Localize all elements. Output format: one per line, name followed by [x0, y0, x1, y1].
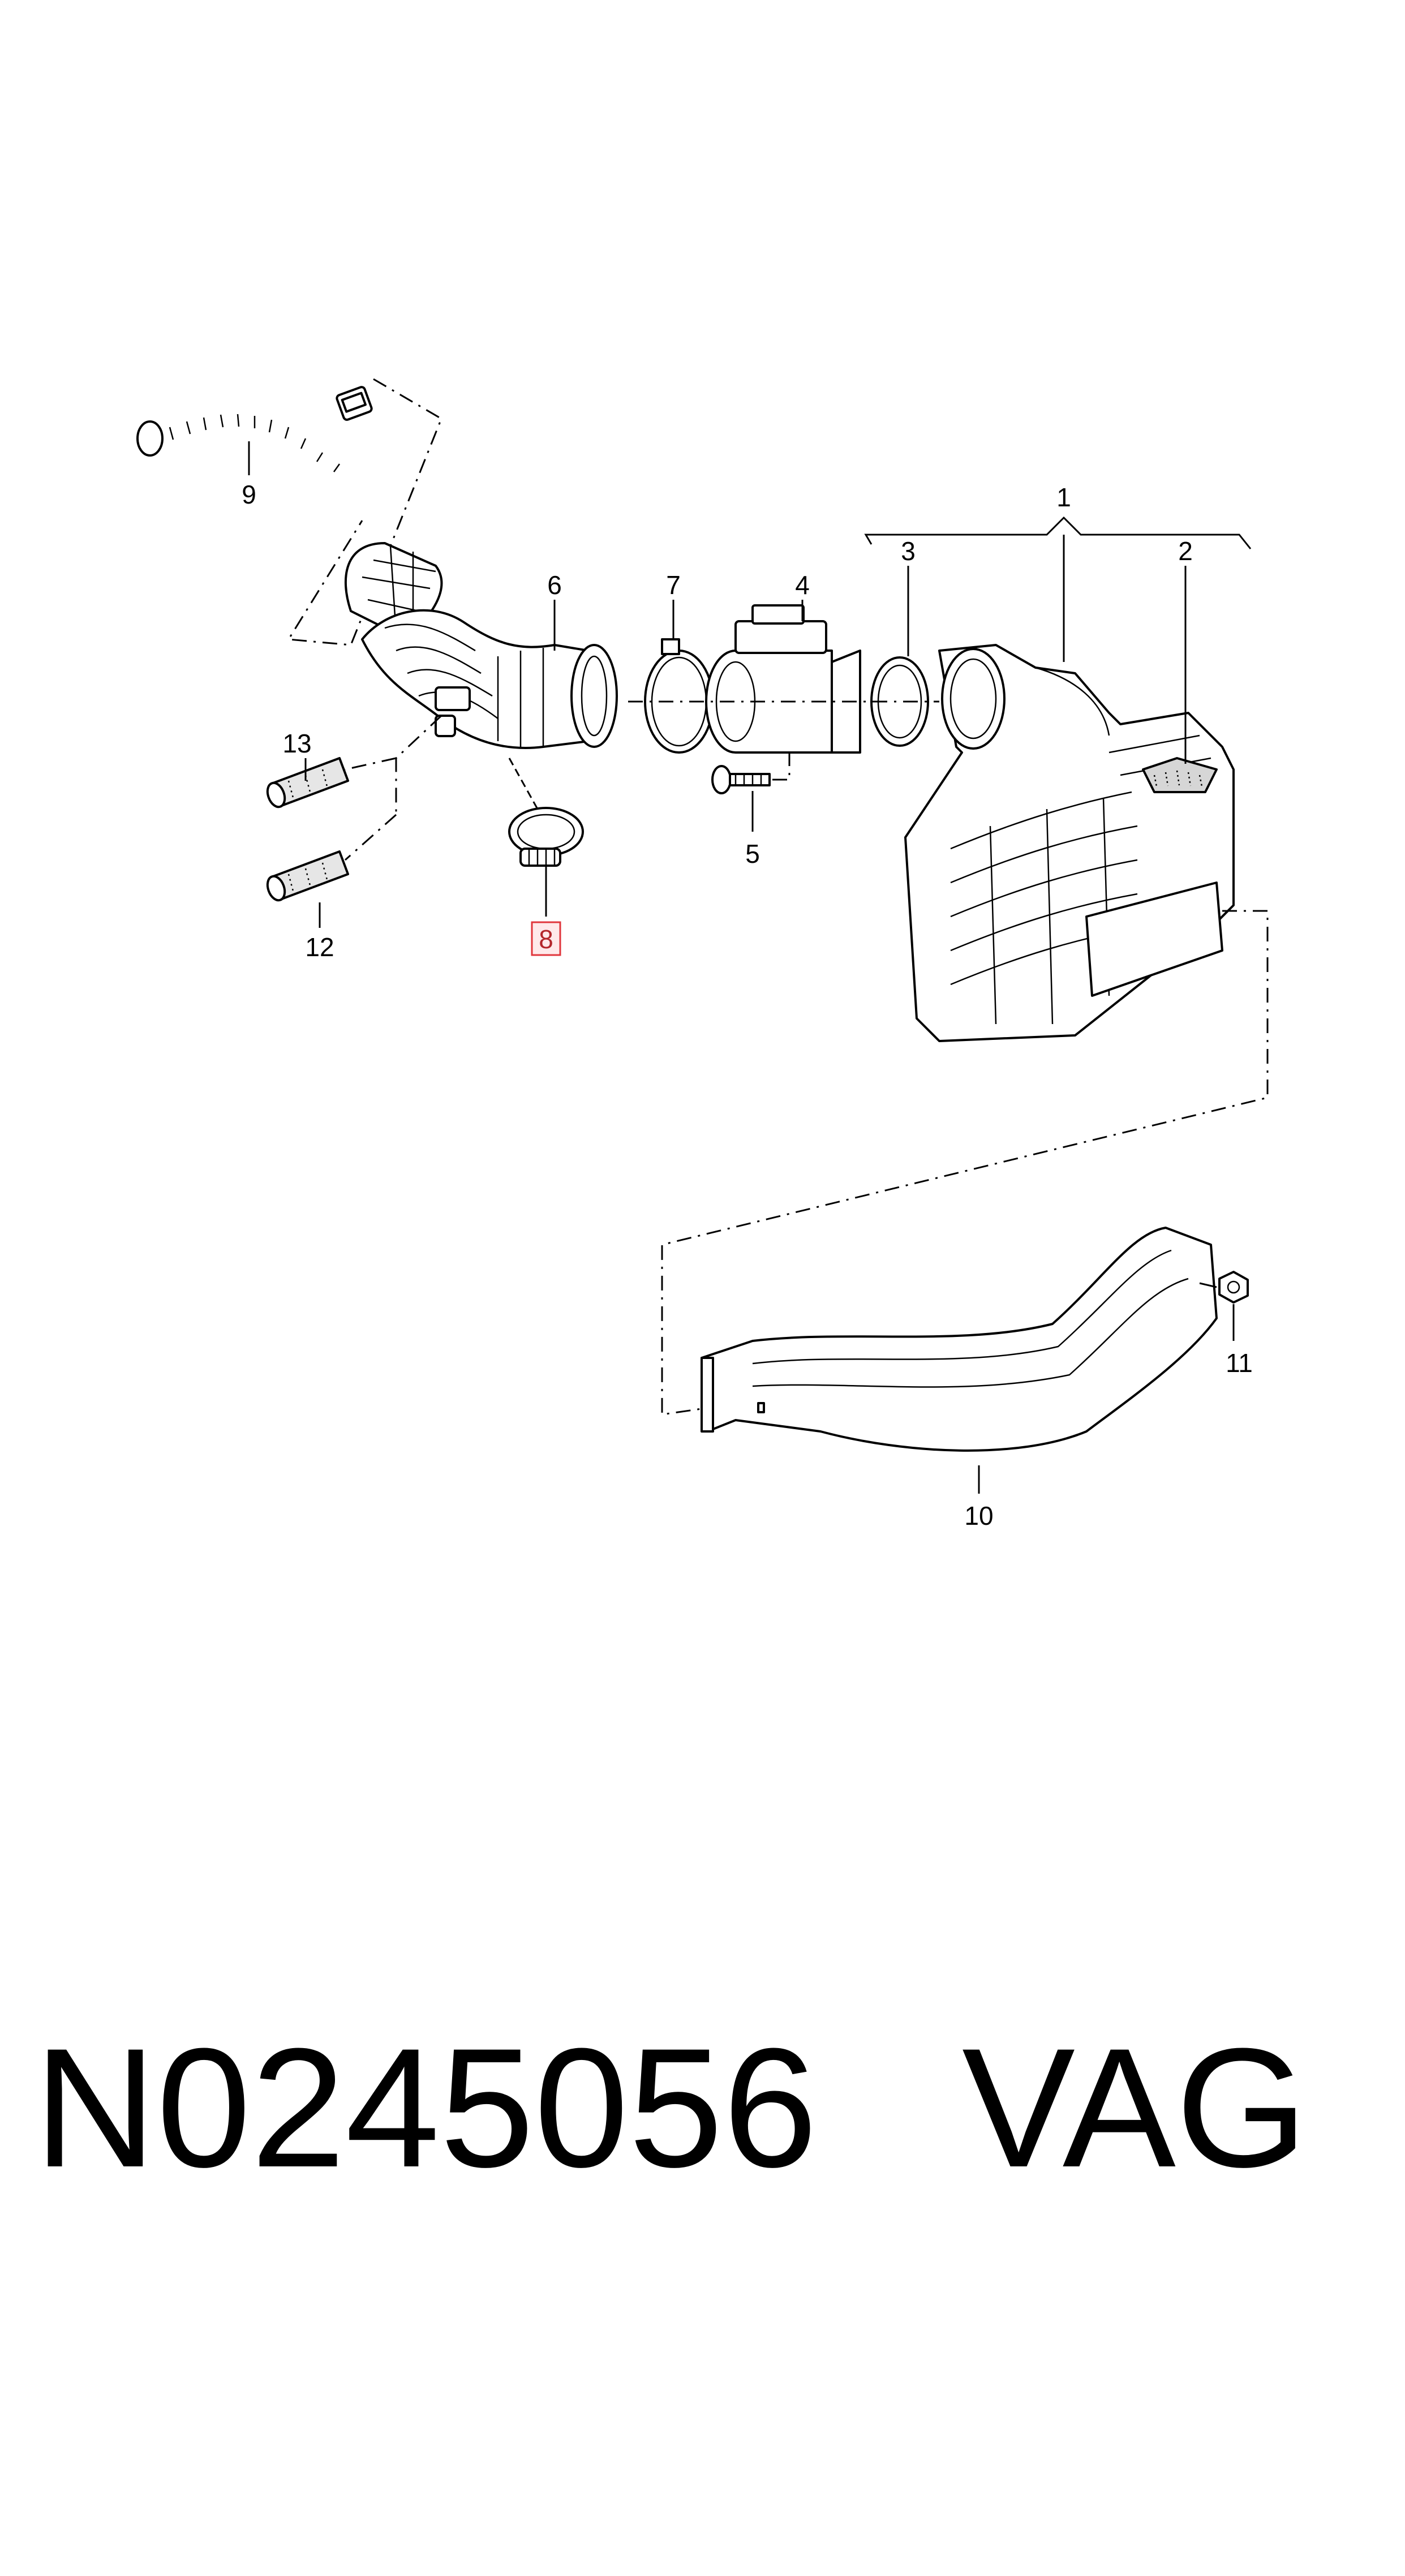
callout-5[interactable]: 5	[745, 839, 760, 868]
hose-clamp-part-8[interactable]	[508, 807, 584, 867]
callout-8-highlight-box	[531, 921, 561, 956]
callout-4[interactable]: 4	[795, 570, 810, 600]
air-duct-part-10[interactable]	[701, 1227, 1218, 1452]
leader-part-9-group	[287, 378, 442, 646]
part-code: N0245056	[34, 2012, 818, 2203]
callout-leaders	[248, 441, 1252, 1494]
leader-part-1-bracket	[864, 516, 1252, 549]
footer-caption: N0245056 VAG	[34, 2014, 1381, 2201]
parts-diagram: 1 2 3 4 5 6 7 8 9 10 11 12 13 N0245056 V…	[34, 378, 1381, 2201]
callout-2[interactable]: 2	[1178, 536, 1193, 566]
callout-7[interactable]: 7	[666, 570, 681, 600]
screw-part-5[interactable]	[711, 765, 771, 794]
intake-hose-part-6[interactable]	[344, 542, 618, 749]
clamp-ring-part-7[interactable]	[644, 638, 714, 754]
callout-6[interactable]: 6	[547, 570, 562, 600]
callout-8[interactable]: 8	[539, 924, 553, 954]
callout-9[interactable]: 9	[242, 480, 256, 509]
leader-part-8-dash	[508, 758, 539, 810]
leader-nut-tick	[1199, 1282, 1217, 1288]
air-mass-meter-part-4[interactable]	[705, 604, 861, 754]
sleeve-part-12[interactable]	[264, 850, 349, 902]
callout-1[interactable]: 1	[1056, 483, 1071, 512]
breather-hose-part-9[interactable]	[136, 386, 376, 481]
callout-11[interactable]: 11	[1226, 1348, 1253, 1378]
diagram-canvas: 1 2 3 4 5 6 7 8 9 10 11 12 13	[136, 378, 1269, 1530]
nut-part-11[interactable]	[1218, 1271, 1249, 1304]
callout-13[interactable]: 13	[282, 729, 311, 758]
brand-name: VAG	[962, 2012, 1308, 2203]
leader-screw	[772, 747, 790, 781]
callout-3[interactable]: 3	[901, 536, 916, 566]
filter-insert-part-2[interactable]	[1142, 757, 1218, 793]
air-filter-housing-part-1[interactable]	[904, 644, 1235, 1042]
callout-labels: 1 2 3 4 5 6 7 8 9 10 11 12 13	[242, 480, 1253, 1530]
leader-housing-to-duct	[661, 910, 1269, 1416]
callout-12[interactable]: 12	[305, 932, 334, 962]
callout-10[interactable]: 10	[964, 1501, 993, 1530]
leader-sleeves-branch	[345, 757, 397, 861]
sleeve-part-13[interactable]	[264, 757, 349, 809]
